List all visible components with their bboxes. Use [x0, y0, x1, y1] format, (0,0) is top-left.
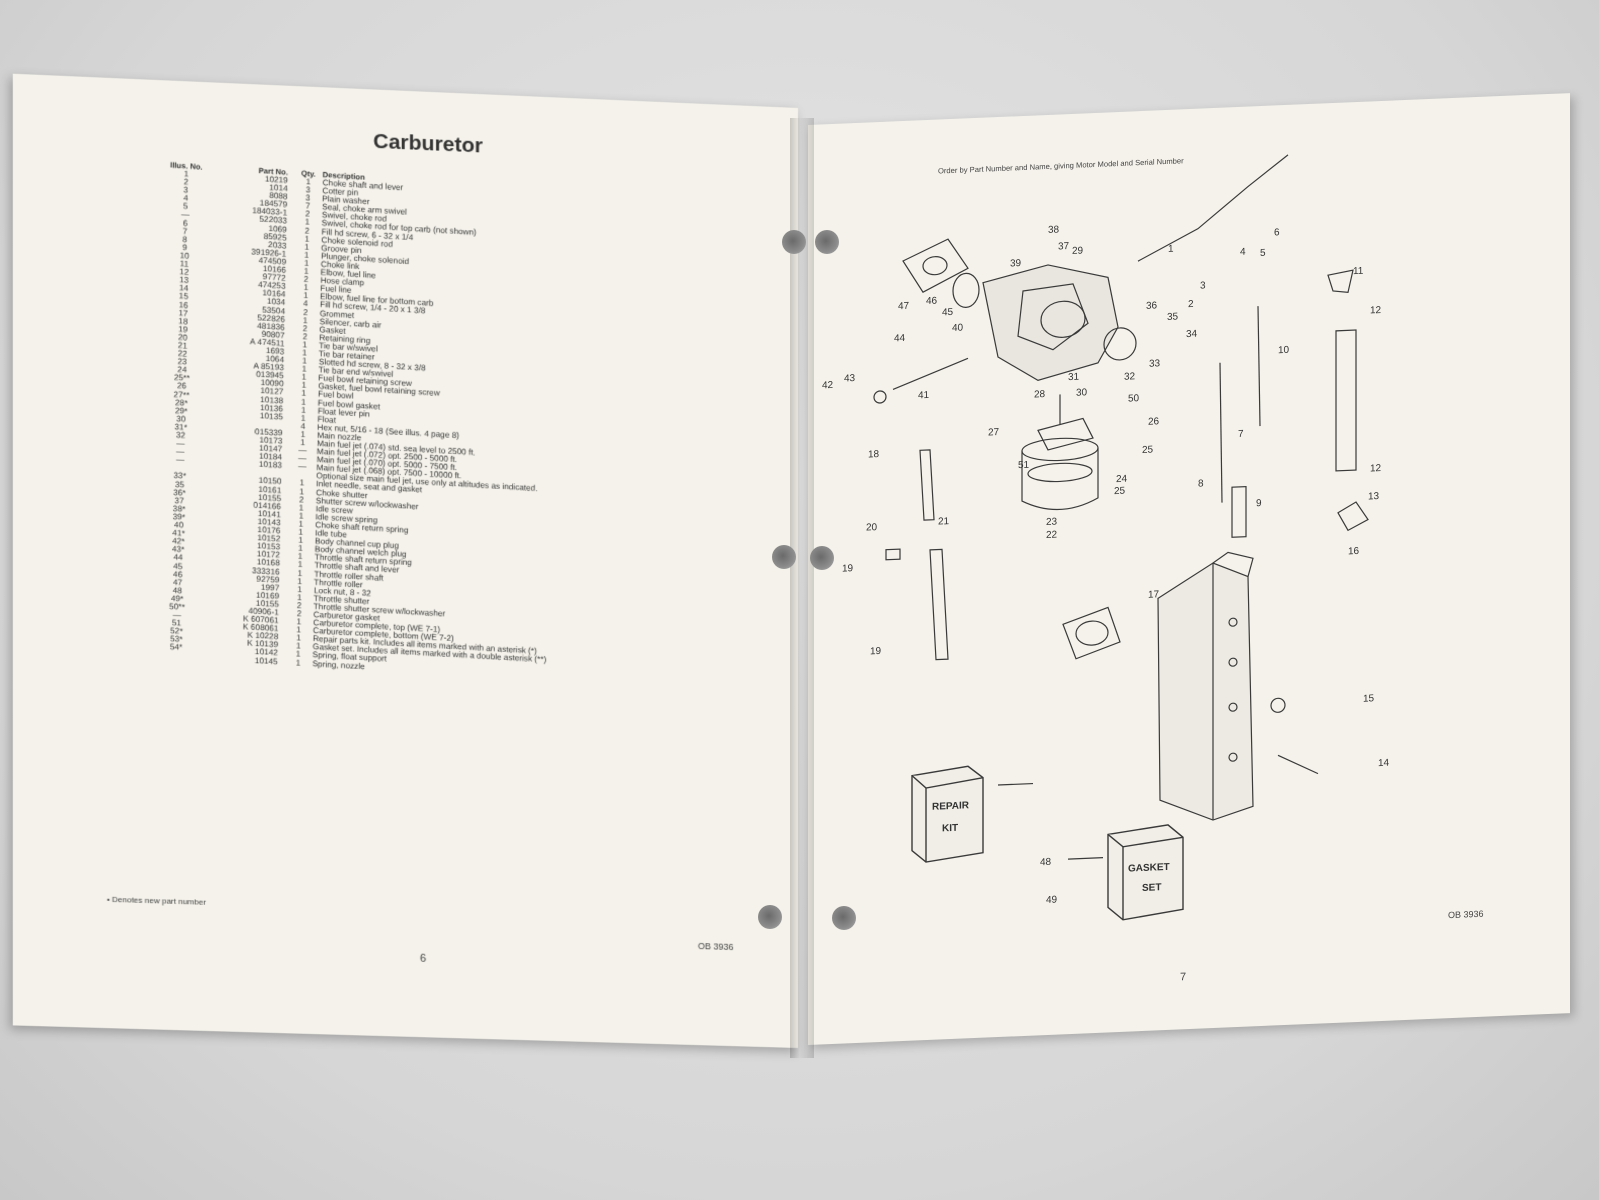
callout-number: 6	[1274, 227, 1280, 238]
callout-number: 21	[938, 516, 950, 527]
callout-number: 14	[1378, 758, 1390, 769]
callout-number: 5	[1260, 248, 1266, 259]
binder-hole	[815, 230, 839, 254]
callout-number: 17	[1148, 589, 1160, 600]
binder-hole	[772, 545, 796, 569]
callout-number: 29	[1072, 245, 1084, 256]
binder-hole	[810, 546, 834, 570]
row-qty: 1	[295, 657, 301, 668]
callout-number: 34	[1186, 329, 1198, 340]
callout-number: 9	[1256, 498, 1262, 509]
callout-number: 1	[1168, 244, 1174, 255]
callout-number: 25	[1114, 486, 1126, 497]
binder-hole	[782, 230, 806, 254]
callout-number: 26	[1148, 416, 1160, 427]
callout-number: 10	[1278, 345, 1290, 356]
callout-number: 23	[1046, 517, 1058, 528]
doc-code: OB 3936	[1448, 908, 1484, 921]
callout-number: 50	[1128, 393, 1140, 404]
callout-number: 12	[1370, 463, 1382, 474]
left-page: Carburetor Illus. No. Part No. Qty. Desc…	[12, 73, 798, 1048]
doc-code: OB 3936	[697, 940, 734, 953]
gasket-set-line1: GASKET	[1128, 862, 1170, 875]
callout-number: 3	[1200, 280, 1206, 291]
callout-number: 16	[1348, 546, 1360, 557]
callout-number: 4	[1240, 247, 1246, 258]
callout-number: 8	[1198, 478, 1204, 489]
repair-kit-line2: KIT	[942, 823, 958, 835]
page-title: Carburetor	[373, 129, 483, 158]
callout-number: 37	[1058, 241, 1070, 252]
callout-number: 22	[1046, 530, 1058, 541]
callout-number: 43	[844, 373, 856, 384]
callout-number: 19	[842, 563, 854, 574]
callout-number: 44	[894, 333, 906, 344]
page-number: 7	[1180, 971, 1187, 984]
page-number: 6	[419, 952, 427, 965]
callout-number: 19	[870, 646, 882, 657]
callout-number: 24	[1116, 474, 1128, 485]
callout-number: 31	[1068, 372, 1080, 383]
callout-number: 35	[1167, 311, 1179, 322]
callout-number: 7	[1238, 429, 1244, 440]
callout-number: 18	[868, 449, 880, 460]
callout-number: 2	[1188, 299, 1194, 310]
right-page: Order by Part Number and Name, giving Mo…	[808, 93, 1570, 1045]
callout-number: 41	[918, 390, 930, 401]
callout-number: 33	[1149, 358, 1161, 369]
callout-number: 15	[1363, 693, 1375, 704]
callout-number: 46	[926, 296, 938, 307]
callout-number: 20	[866, 522, 878, 533]
footnote: • Denotes new part number	[106, 894, 206, 907]
callout-number: 49	[1046, 895, 1058, 906]
callout-number: 51	[1018, 460, 1030, 471]
callout-number: 48	[1040, 857, 1052, 868]
book-gutter	[790, 118, 814, 1058]
callout-number: 27	[988, 427, 1000, 438]
callout-number: 30	[1076, 387, 1088, 398]
callout-number: 12	[1370, 305, 1382, 316]
callout-number: 36	[1146, 300, 1158, 311]
callout-number: 25	[1142, 445, 1154, 456]
callout-number: 42	[822, 380, 834, 391]
callout-number: 11	[1353, 266, 1364, 277]
row-illus-no	[156, 651, 197, 661]
gasket-set-line2: SET	[1142, 882, 1161, 894]
callout-number: 39	[1010, 258, 1022, 269]
callout-number: 38	[1048, 224, 1060, 235]
callout-number: 13	[1368, 491, 1380, 502]
callout-number: 40	[952, 322, 964, 333]
callout-number: 32	[1124, 371, 1136, 382]
binder-hole	[758, 905, 782, 929]
callout-number: 28	[1034, 389, 1046, 400]
repair-kit-line1: REPAIR	[932, 800, 970, 813]
callout-number: 47	[898, 301, 910, 312]
callout-number: 45	[942, 307, 954, 318]
binder-hole	[832, 906, 856, 930]
